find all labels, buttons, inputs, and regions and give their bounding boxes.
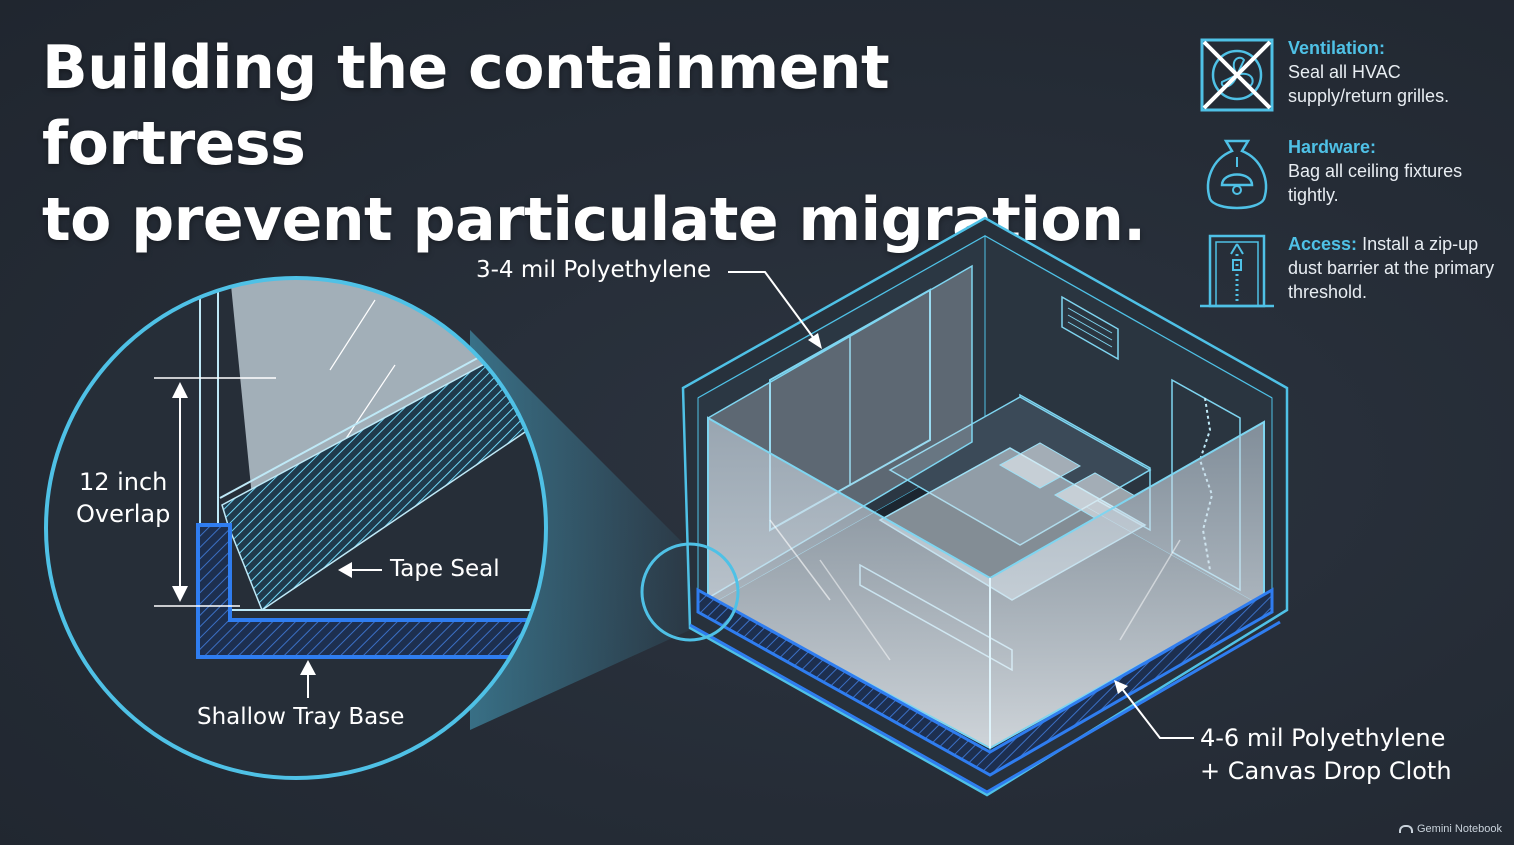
legend-hardware-heading: Hardware: (1288, 137, 1377, 157)
legend-access: Access: Install a zip-up dust barrier at… (1198, 232, 1498, 310)
room-illustration (681, 216, 1289, 797)
legend-ventilation-heading: Ventilation: (1288, 38, 1386, 58)
floor-material-label: 4-6 mil Polyethylene + Canvas Drop Cloth (1200, 722, 1452, 788)
legend-access-body: Install a zip-up dust barrier at the pri… (1288, 234, 1495, 302)
overlap-label-line-2: Overlap (76, 500, 171, 528)
wall-label-leader (728, 271, 819, 345)
overlap-label: 12 inch Overlap (76, 466, 170, 530)
watermark-logo-icon (1399, 825, 1413, 833)
tape-seal-label: Tape Seal (390, 556, 500, 582)
floor-label-leader (1119, 685, 1194, 739)
bagged-light-icon (1206, 139, 1268, 210)
floor-material-line-2: + Canvas Drop Cloth (1200, 757, 1452, 785)
watermark-text: Gemini Notebook (1417, 823, 1502, 835)
detail-callout-circle (640, 542, 740, 642)
vent-grille (1061, 295, 1119, 361)
legend-ventilation-body: Seal all HVAC supply/return grilles. (1288, 62, 1450, 106)
overlap-label-line-1: 12 inch (78, 468, 168, 496)
floor-material-line-1: 4-6 mil Polyethylene (1200, 724, 1446, 752)
watermark: Gemini Notebook (1399, 823, 1502, 835)
legend-access-heading: Access: (1288, 234, 1358, 254)
legend-ventilation: Ventilation: Seal all HVAC supply/return… (1198, 36, 1498, 114)
tray-base-label: Shallow Tray Base (197, 704, 405, 730)
legend-hardware-body: Bag all ceiling fixtures tightly. (1288, 161, 1463, 205)
crossed-fan-icon (1200, 38, 1274, 112)
legend-hardware: Hardware: Bag all ceiling fixtures tight… (1198, 135, 1498, 213)
wall-material-label: 3-4 mil Polyethylene (476, 257, 712, 283)
magnified-detail (44, 276, 548, 780)
zipper-door-icon (1200, 234, 1274, 308)
title-line-1: Building the containment fortress (42, 33, 890, 179)
